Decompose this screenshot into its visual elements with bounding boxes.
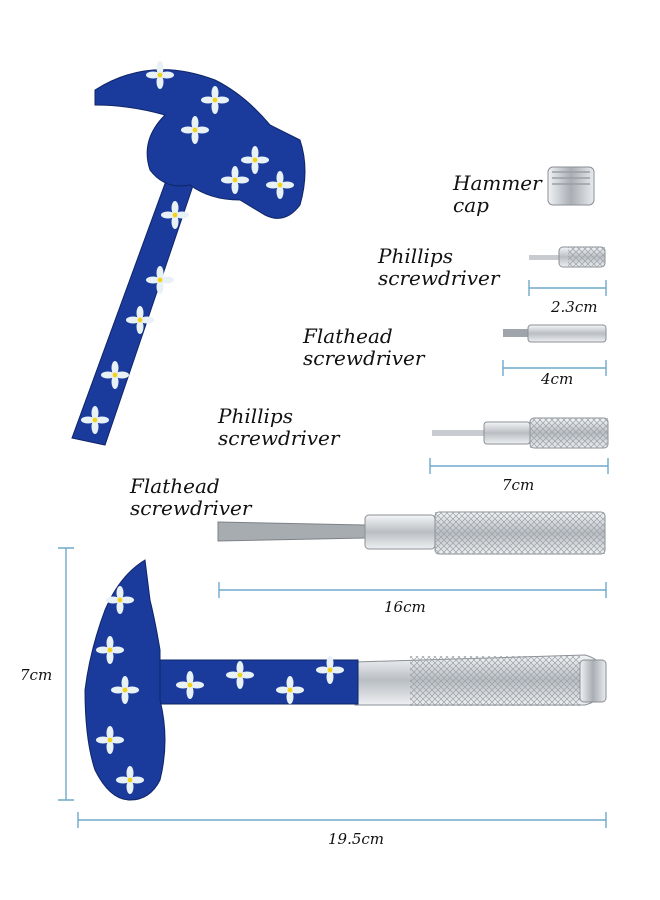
assembled-hammer (84, 559, 607, 801)
measurement-phillips-small: 2.3cm (551, 298, 598, 316)
detached-hammer (71, 61, 306, 446)
flathead-bit-small-image (503, 324, 607, 343)
measurement-assembled-length: 19.5cm (328, 830, 385, 848)
measurement-assembled-height: 7cm (20, 666, 53, 684)
measurement-flathead-long: 16cm (384, 598, 426, 616)
hammer-cap-image (547, 166, 595, 206)
flathead-screwdriver-image (217, 511, 606, 555)
measurement-flathead-small: 4cm (541, 370, 574, 388)
phillips-bit-medium-image (432, 417, 609, 449)
dimension-lines (58, 280, 609, 828)
phillips-bit-small-image (529, 246, 606, 268)
measurement-phillips-medium: 7cm (502, 476, 535, 494)
